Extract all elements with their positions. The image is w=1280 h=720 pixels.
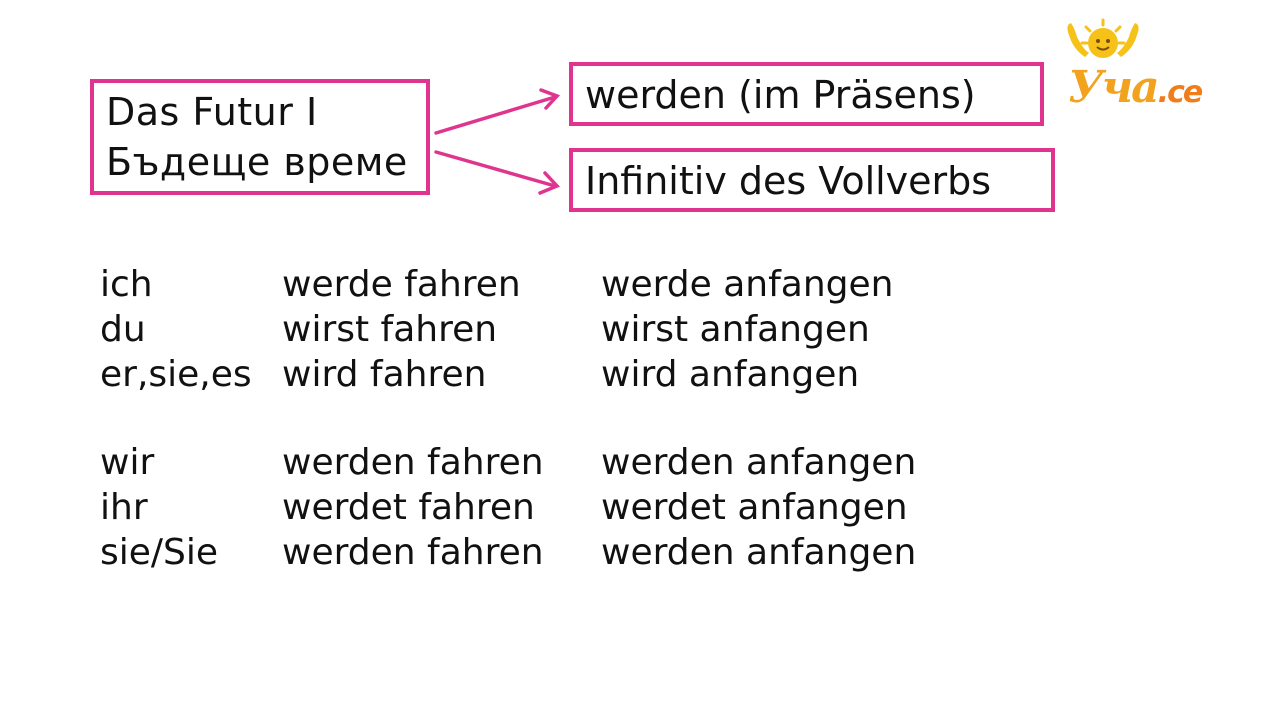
pronoun: du — [100, 309, 146, 350]
pronoun: wir — [100, 442, 155, 483]
conjugated-form: wirst fahren — [282, 309, 498, 350]
conjugated-form: wird fahren — [282, 354, 487, 395]
conjugated-form: wird anfangen — [601, 354, 860, 395]
pronoun: er,sie,es — [100, 354, 252, 395]
auxiliary-box: werden (im Präsens) — [569, 62, 1044, 126]
conjugated-form: werde fahren — [282, 264, 521, 305]
conjugated-form: werden anfangen — [601, 532, 917, 573]
anfangen-column-1: werde anfangen wirst anfangen wird anfan… — [601, 262, 893, 397]
infinitive-box: Infinitiv des Vollverbs — [569, 148, 1055, 212]
sun-mascot-icon — [1067, 18, 1139, 58]
fahren-column-2: werden fahren werdet fahren werden fahre… — [282, 440, 544, 575]
pronoun-column-1: ich du er,sie,es — [100, 262, 252, 397]
conjugated-form: werden fahren — [282, 442, 544, 483]
conjugated-form: werden anfangen — [601, 442, 917, 483]
title-line-german: Das Futur I — [106, 90, 318, 134]
conjugated-form: werde anfangen — [601, 264, 894, 305]
conjugated-form: wirst anfangen — [601, 309, 870, 350]
conjugated-form: werdet anfangen — [601, 487, 908, 528]
pronoun: ich — [100, 264, 153, 305]
arrow-to-infinitive — [434, 150, 557, 188]
title-line-bulgarian: Бъдеще време — [106, 140, 408, 184]
pronoun-column-2: wir ihr sie/Sie — [100, 440, 218, 575]
fahren-column-1: werde fahren wirst fahren wird fahren — [282, 262, 521, 397]
logo-suffix: .се — [1157, 75, 1204, 110]
anfangen-column-2: werden anfangen werdet anfangen werden a… — [601, 440, 916, 575]
logo-main: Уча — [1068, 62, 1160, 113]
conjugated-form: werdet fahren — [282, 487, 535, 528]
arrow-to-auxiliary — [434, 95, 557, 135]
pronoun: ihr — [100, 487, 148, 528]
title-box: Das Futur I Бъдеще време — [90, 79, 430, 195]
conjugated-form: werden fahren — [282, 532, 544, 573]
logo-text: Уча.се — [1068, 62, 1204, 113]
pronoun: sie/Sie — [100, 532, 219, 573]
